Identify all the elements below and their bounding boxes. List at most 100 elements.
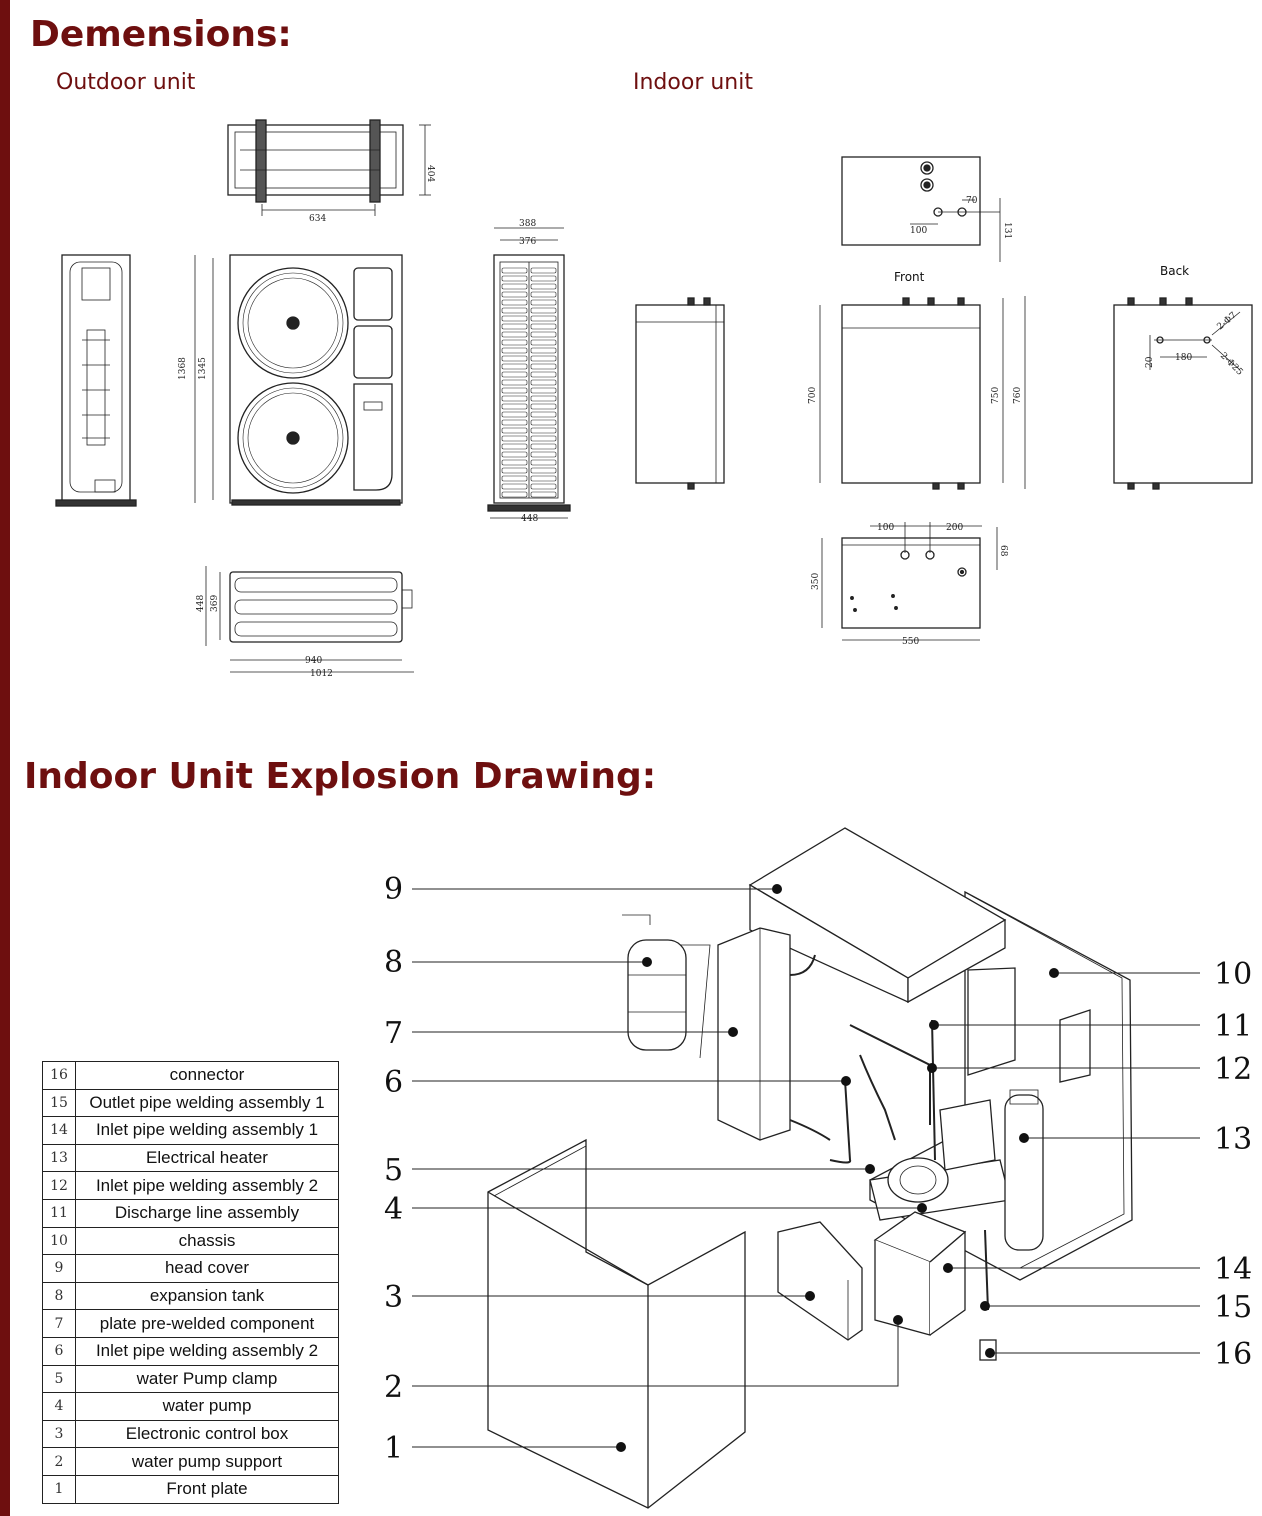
dim-1012: 1012: [310, 669, 333, 679]
fin-slot: [501, 395, 528, 402]
fin-slot: [501, 371, 528, 378]
fin-slot: [501, 411, 528, 418]
dim-1368: 1368: [178, 357, 188, 380]
fin-slot: [530, 315, 557, 322]
dim-376: 376: [519, 237, 536, 247]
fin-slot: [501, 387, 528, 394]
dim-448-bottom: 448: [196, 595, 206, 612]
dim-404: 404: [425, 165, 435, 182]
fin-slot: [501, 483, 528, 490]
dim-2-phi25: 2-Φ25: [1218, 351, 1245, 378]
indoor-top-view: [841, 156, 1001, 262]
fin-slot: [530, 387, 557, 394]
fin-slot: [501, 403, 528, 410]
dim-131: 131: [1002, 222, 1012, 239]
fin-slot: [530, 427, 557, 434]
indoor-back-view: [1113, 297, 1253, 490]
fin-slot: [530, 403, 557, 410]
fin-slot: [530, 435, 557, 442]
fin-slot: [530, 339, 557, 346]
back-label: Back: [1160, 264, 1189, 278]
dim-760: 760: [1013, 387, 1023, 404]
fin-slot: [530, 275, 557, 282]
part-name: expansion tank: [75, 1281, 339, 1311]
dim-550: 550: [902, 637, 919, 647]
part-number: 10: [42, 1226, 76, 1256]
control-box-part: [777, 1221, 863, 1341]
part-number: 13: [42, 1143, 76, 1173]
fin-slot: [530, 307, 557, 314]
fin-slot: [501, 451, 528, 458]
expansion-tank-part: [622, 914, 711, 1059]
part-number: 2: [42, 1447, 76, 1476]
fin-slot: [530, 459, 557, 466]
part-number: 4: [42, 1392, 76, 1421]
dim-388: 388: [519, 219, 536, 229]
fin-slot: [501, 443, 528, 450]
head-cover-part: [748, 827, 1007, 1004]
fin-slot: [501, 347, 528, 354]
fin-slot: [530, 467, 557, 474]
fin-slot: [501, 435, 528, 442]
outdoor-side-view-left: [55, 254, 137, 507]
part-name: water pump support: [75, 1447, 339, 1476]
fin-slot: [530, 323, 557, 330]
part-name: chassis: [75, 1226, 339, 1256]
fin-slot: [530, 451, 557, 458]
callout-dots: [616, 884, 1059, 1452]
fin-slot: [501, 355, 528, 362]
leader-lines: [412, 888, 1200, 1448]
dim-369: 369: [210, 595, 220, 612]
fin-slot: [501, 379, 528, 386]
fin-slot: [501, 283, 528, 290]
callouts-left: 9 8 7 6 5 4 3 2 1: [384, 872, 403, 1466]
fin-slot: [501, 291, 528, 298]
outdoor-side-view-right: [487, 227, 571, 519]
fin-slot: [530, 491, 557, 498]
callout-4: 4: [384, 1192, 403, 1227]
callout-12: 12: [1214, 1052, 1252, 1087]
plate-component-part: [717, 927, 831, 1141]
outdoor-front-view: [194, 254, 403, 506]
callout-7: 7: [384, 1016, 403, 1051]
part-number: 15: [42, 1088, 76, 1118]
dim-68: 68: [998, 545, 1008, 557]
explosion-drawing: 9 8 7 6 5 4 3 2 1 10 11 12 13 14 15 16: [384, 827, 1252, 1509]
fin-slot: [501, 475, 528, 482]
dim-634: 634: [309, 214, 326, 224]
callout-1: 1: [384, 1431, 403, 1466]
fin-slot: [501, 459, 528, 466]
fin-slot: [530, 299, 557, 306]
pump-support-part: [873, 1211, 967, 1336]
indoor-unit-label: Indoor unit: [633, 70, 753, 95]
dim-100-top: 100: [910, 226, 927, 236]
outdoor-bottom-view: [205, 566, 414, 673]
fin-slot: [530, 443, 557, 450]
part-name: Inlet pipe welding assembly 1: [75, 1116, 339, 1145]
dimensions-title: Demensions:: [30, 14, 292, 55]
part-number: 1: [42, 1474, 76, 1504]
fin-slot: [530, 371, 557, 378]
fin-slot: [501, 363, 528, 370]
fin-slot: [501, 267, 528, 274]
part-name: connector: [75, 1061, 339, 1090]
dim-180: 180: [1175, 353, 1192, 363]
fin-slot: [501, 275, 528, 282]
callout-11: 11: [1214, 1009, 1252, 1044]
front-plate-part: [487, 1138, 746, 1509]
callout-2: 2: [384, 1370, 403, 1405]
dim-70: 70: [966, 196, 978, 206]
fin-slot: [530, 363, 557, 370]
part-name: Outlet pipe welding assembly 1: [75, 1088, 339, 1118]
part-name: head cover: [75, 1254, 339, 1283]
part-number: 14: [42, 1116, 76, 1145]
